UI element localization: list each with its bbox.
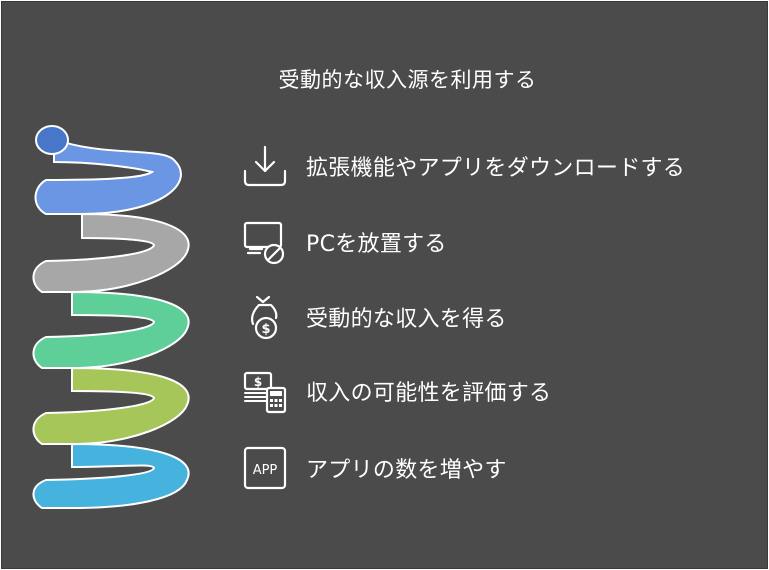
app-icon-text: APP xyxy=(253,463,278,478)
spring-segment-1 xyxy=(34,137,182,215)
app-icon: APP xyxy=(243,446,287,490)
svg-text:$: $ xyxy=(261,322,270,337)
money-calculator-icon: $ xyxy=(243,371,287,414)
step-label: 拡張機能やアプリをダウンロードする xyxy=(306,156,686,181)
spring-opening xyxy=(35,125,69,155)
step-label: PCを放置する xyxy=(306,232,447,257)
step-idle-pc: PCを放置する xyxy=(240,217,447,267)
step-download: 拡張機能やアプリをダウンロードする xyxy=(240,141,685,191)
spring-segment-2 xyxy=(32,212,190,293)
svg-text:$: $ xyxy=(254,375,262,389)
money-bag-icon: $ xyxy=(251,295,278,340)
download-icon xyxy=(243,145,287,187)
step-label: 受動的な収入を得る xyxy=(306,307,507,332)
step-label: 収入の可能性を評価する xyxy=(306,381,552,406)
step-evaluate: $ 収入の可能性を評価する xyxy=(240,366,551,416)
spring-segment-5 xyxy=(32,442,190,509)
idle-pc-icon xyxy=(243,221,285,265)
step-label: アプリの数を増やす xyxy=(306,458,507,483)
step-earn-income: $ 受動的な収入を得る xyxy=(240,292,507,342)
diagram-title: 受動的な収入源を利用する xyxy=(278,68,537,92)
spring-segment-3 xyxy=(32,290,190,369)
step-increase-apps: APP アプリの数を増やす xyxy=(240,443,507,493)
spring-segment-4 xyxy=(32,366,190,445)
